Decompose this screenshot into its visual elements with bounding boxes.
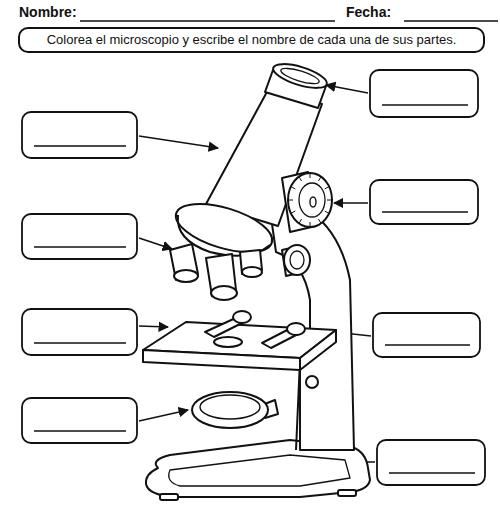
knob-knurling bbox=[288, 173, 332, 227]
name-lines bbox=[80, 20, 498, 22]
leader-arrows bbox=[139, 85, 375, 462]
microscope bbox=[143, 59, 370, 500]
instruction-box: Colorea el microscopio y escribe el nomb… bbox=[18, 27, 485, 53]
form-field-label: Nombre: bbox=[19, 4, 77, 20]
answer-boxes bbox=[22, 70, 485, 485]
instruction-text: Colorea el microscopio y escribe el nomb… bbox=[39, 29, 465, 51]
form-field-label: Fecha: bbox=[346, 4, 391, 20]
